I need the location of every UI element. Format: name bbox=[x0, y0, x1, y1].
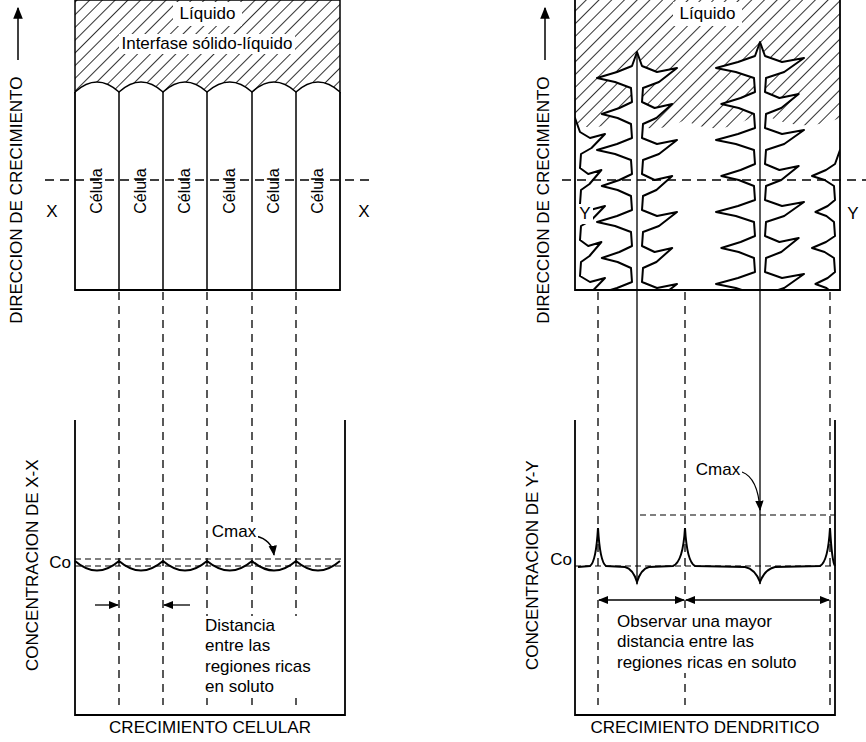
cell: Célula bbox=[252, 92, 296, 290]
panel-caption: CRECIMIENTO CELULAR bbox=[107, 718, 313, 738]
cell-label: Célula bbox=[221, 168, 239, 213]
cell-label: Célula bbox=[265, 168, 283, 213]
co-label: Co bbox=[548, 550, 574, 570]
section-mark: X bbox=[356, 202, 371, 222]
dimension-arrow bbox=[686, 599, 829, 600]
dendrite-arm bbox=[575, 118, 605, 290]
growth-arrow bbox=[17, 8, 19, 60]
cell: Célula bbox=[75, 92, 119, 290]
region-label: Líquido bbox=[673, 2, 743, 26]
liquid-hatch bbox=[75, 0, 340, 92]
cell-label: Célula bbox=[132, 168, 150, 213]
cmax-label: Cmax bbox=[694, 460, 742, 480]
dendrite-block bbox=[575, 0, 840, 290]
cell: Célula bbox=[207, 92, 252, 290]
axis-label: CONCENTRACION DE X-X bbox=[23, 457, 43, 673]
leader-line bbox=[742, 472, 760, 510]
dendrite-arm bbox=[812, 150, 840, 290]
graph-axes bbox=[75, 420, 345, 715]
cell-label: Célula bbox=[88, 168, 106, 213]
cell-block bbox=[75, 92, 340, 290]
liquid-region: Líquido bbox=[575, 0, 840, 28]
dendrite-axes bbox=[637, 42, 760, 584]
interface-label: Interfase sólido-líquido bbox=[119, 34, 294, 54]
axis-label: DIRECCION DE CRECIMIENTO bbox=[535, 74, 555, 325]
cmax-line bbox=[640, 514, 835, 515]
panel-caption: CRECIMIENTO DENDRITICO bbox=[588, 718, 821, 738]
section-mark: Y bbox=[845, 204, 860, 224]
cell-label: Célula bbox=[309, 168, 327, 213]
cell-walls bbox=[119, 92, 296, 290]
section-mark: Y bbox=[577, 204, 592, 224]
cell: Célula bbox=[296, 92, 340, 290]
dimension-arrow bbox=[164, 604, 190, 605]
dendrites bbox=[575, 42, 840, 290]
dimension-arrow bbox=[95, 604, 118, 605]
projection-lines bbox=[598, 292, 830, 705]
cell: Célula bbox=[119, 92, 163, 290]
cell: Célula bbox=[163, 92, 207, 290]
section-mark: X bbox=[44, 202, 59, 222]
concentration-curve bbox=[75, 561, 340, 571]
section-line bbox=[562, 179, 866, 181]
concentration-curve bbox=[578, 528, 835, 582]
region-label: Líquido bbox=[173, 2, 243, 26]
note: Distancia entre las regiones ricas en so… bbox=[203, 616, 315, 698]
axis-label: DIRECCION DE CRECIMIENTO bbox=[8, 74, 28, 325]
co-label: Co bbox=[47, 553, 73, 573]
cmax-label: Cmax bbox=[210, 522, 258, 542]
note: Observar una mayor distancia entre las r… bbox=[615, 612, 824, 673]
dimension-arrow bbox=[599, 599, 684, 600]
liquid-region: Líquido bbox=[75, 0, 340, 28]
cmax-line bbox=[75, 558, 345, 559]
growth-arrow bbox=[544, 8, 546, 60]
cell-label: Célula bbox=[176, 168, 194, 213]
axis-label: CONCENTRACION DE Y-Y bbox=[523, 458, 543, 672]
graph-axes bbox=[575, 420, 835, 715]
leader-line bbox=[256, 536, 274, 555]
